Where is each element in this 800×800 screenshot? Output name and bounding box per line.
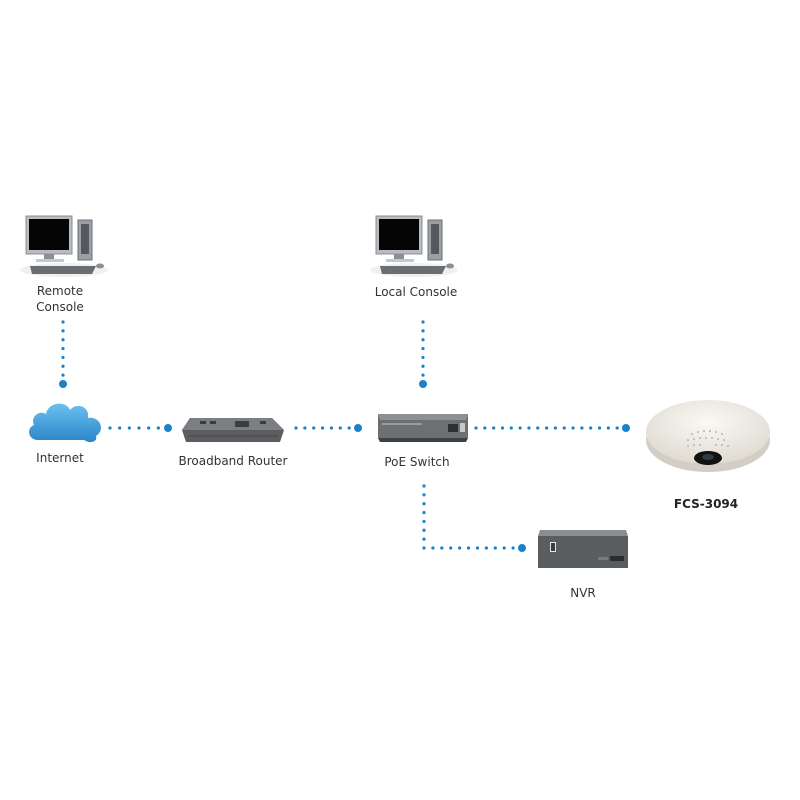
broadband-router-icon	[182, 418, 284, 442]
remote-console-label: Remote Console	[20, 283, 100, 315]
connector-router-to-switch	[294, 424, 362, 432]
connector-dot	[147, 426, 151, 430]
connector-dot	[421, 355, 425, 360]
nvr-label: NVR	[570, 586, 596, 600]
connector-dot	[422, 519, 426, 524]
connector-dot	[338, 426, 342, 430]
connector-dot	[562, 426, 566, 430]
connector-dot	[421, 338, 425, 342]
connector-dot	[118, 426, 122, 430]
connector-dot	[458, 546, 462, 550]
connector-dot	[61, 346, 65, 351]
connector-endpoint	[518, 544, 526, 552]
connector-dot	[421, 320, 425, 324]
local-console-label: Local Console	[374, 285, 458, 299]
connector-dot	[422, 546, 426, 550]
connector-switch-to-nvr	[422, 484, 526, 552]
connector-switch-to-camera	[474, 424, 630, 432]
connector-endpoint	[622, 424, 630, 432]
connector-dot	[329, 426, 334, 430]
connector-dot	[544, 426, 549, 430]
connector-dot	[108, 426, 112, 430]
broadband-router-label: Broadband Router	[178, 454, 288, 468]
connector-dot	[421, 329, 425, 333]
connector-dot	[492, 426, 496, 430]
connector-dot	[536, 426, 540, 430]
connector-dot	[61, 373, 65, 377]
connector-dot	[431, 546, 435, 550]
connector-dot	[527, 426, 531, 430]
connector-dot	[502, 546, 506, 550]
connector-dot	[61, 320, 65, 324]
connector-dot	[615, 426, 619, 430]
connector-dot	[61, 364, 65, 368]
connector-dot	[422, 510, 426, 515]
fisheye-camera-icon	[646, 400, 770, 472]
connector-dot	[422, 493, 426, 497]
connector-dot	[294, 426, 298, 430]
connector-dot	[440, 546, 444, 550]
remote-console-computer-icon	[20, 215, 108, 277]
local-console-computer-icon	[370, 215, 458, 277]
poe-switch-icon	[378, 414, 468, 442]
connector-dot	[61, 338, 65, 342]
connector-dot	[500, 426, 505, 430]
connector-dot	[422, 528, 426, 532]
connector-dot	[493, 546, 497, 550]
connector-dot	[421, 373, 425, 377]
connector-dot	[509, 426, 513, 430]
connector-dot	[127, 426, 131, 430]
connector-local-to-switch	[419, 320, 427, 388]
connector-dot	[61, 329, 65, 333]
connector-dot	[312, 426, 316, 430]
connector-dot	[484, 546, 488, 550]
connector-dot	[421, 364, 425, 368]
connector-dot	[421, 346, 425, 351]
connector-dot	[597, 426, 602, 430]
connector-dot	[475, 546, 480, 550]
connector-dot	[320, 426, 325, 430]
connector-endpoint	[59, 380, 67, 388]
internet-cloud-icon	[29, 403, 102, 443]
connector-endpoint	[419, 380, 427, 388]
connector-dot	[61, 355, 65, 360]
connector-dot	[474, 426, 478, 430]
connector-dot	[422, 502, 426, 506]
nvr-icon	[538, 530, 628, 568]
connector-endpoint	[354, 424, 362, 432]
connector-dot	[449, 546, 453, 550]
connector-dot	[553, 426, 558, 430]
remote-console-label-line1: Remote	[36, 284, 84, 298]
connector-dot	[347, 426, 351, 430]
remote-console-label-line2: Console	[36, 300, 84, 314]
connector-dot	[589, 426, 593, 430]
camera-model-label: FCS-3094	[673, 497, 739, 511]
connector-dot	[518, 426, 522, 430]
connector-remote-to-internet	[59, 320, 67, 388]
connector-dot	[303, 426, 307, 430]
connector-dot	[571, 426, 575, 430]
connector-dot	[466, 546, 471, 550]
connector-dot	[580, 426, 584, 430]
connector-dot	[511, 546, 515, 550]
connector-dot	[422, 484, 426, 488]
connector-endpoint	[164, 424, 172, 432]
connector-dot	[156, 426, 160, 430]
internet-label: Internet	[36, 451, 84, 465]
poe-switch-label: PoE Switch	[384, 455, 450, 469]
connector-dot	[137, 426, 141, 430]
connector-dot	[606, 426, 610, 430]
connector-dot	[422, 537, 426, 541]
connector-internet-to-router	[108, 424, 172, 432]
connector-dot	[483, 426, 487, 430]
